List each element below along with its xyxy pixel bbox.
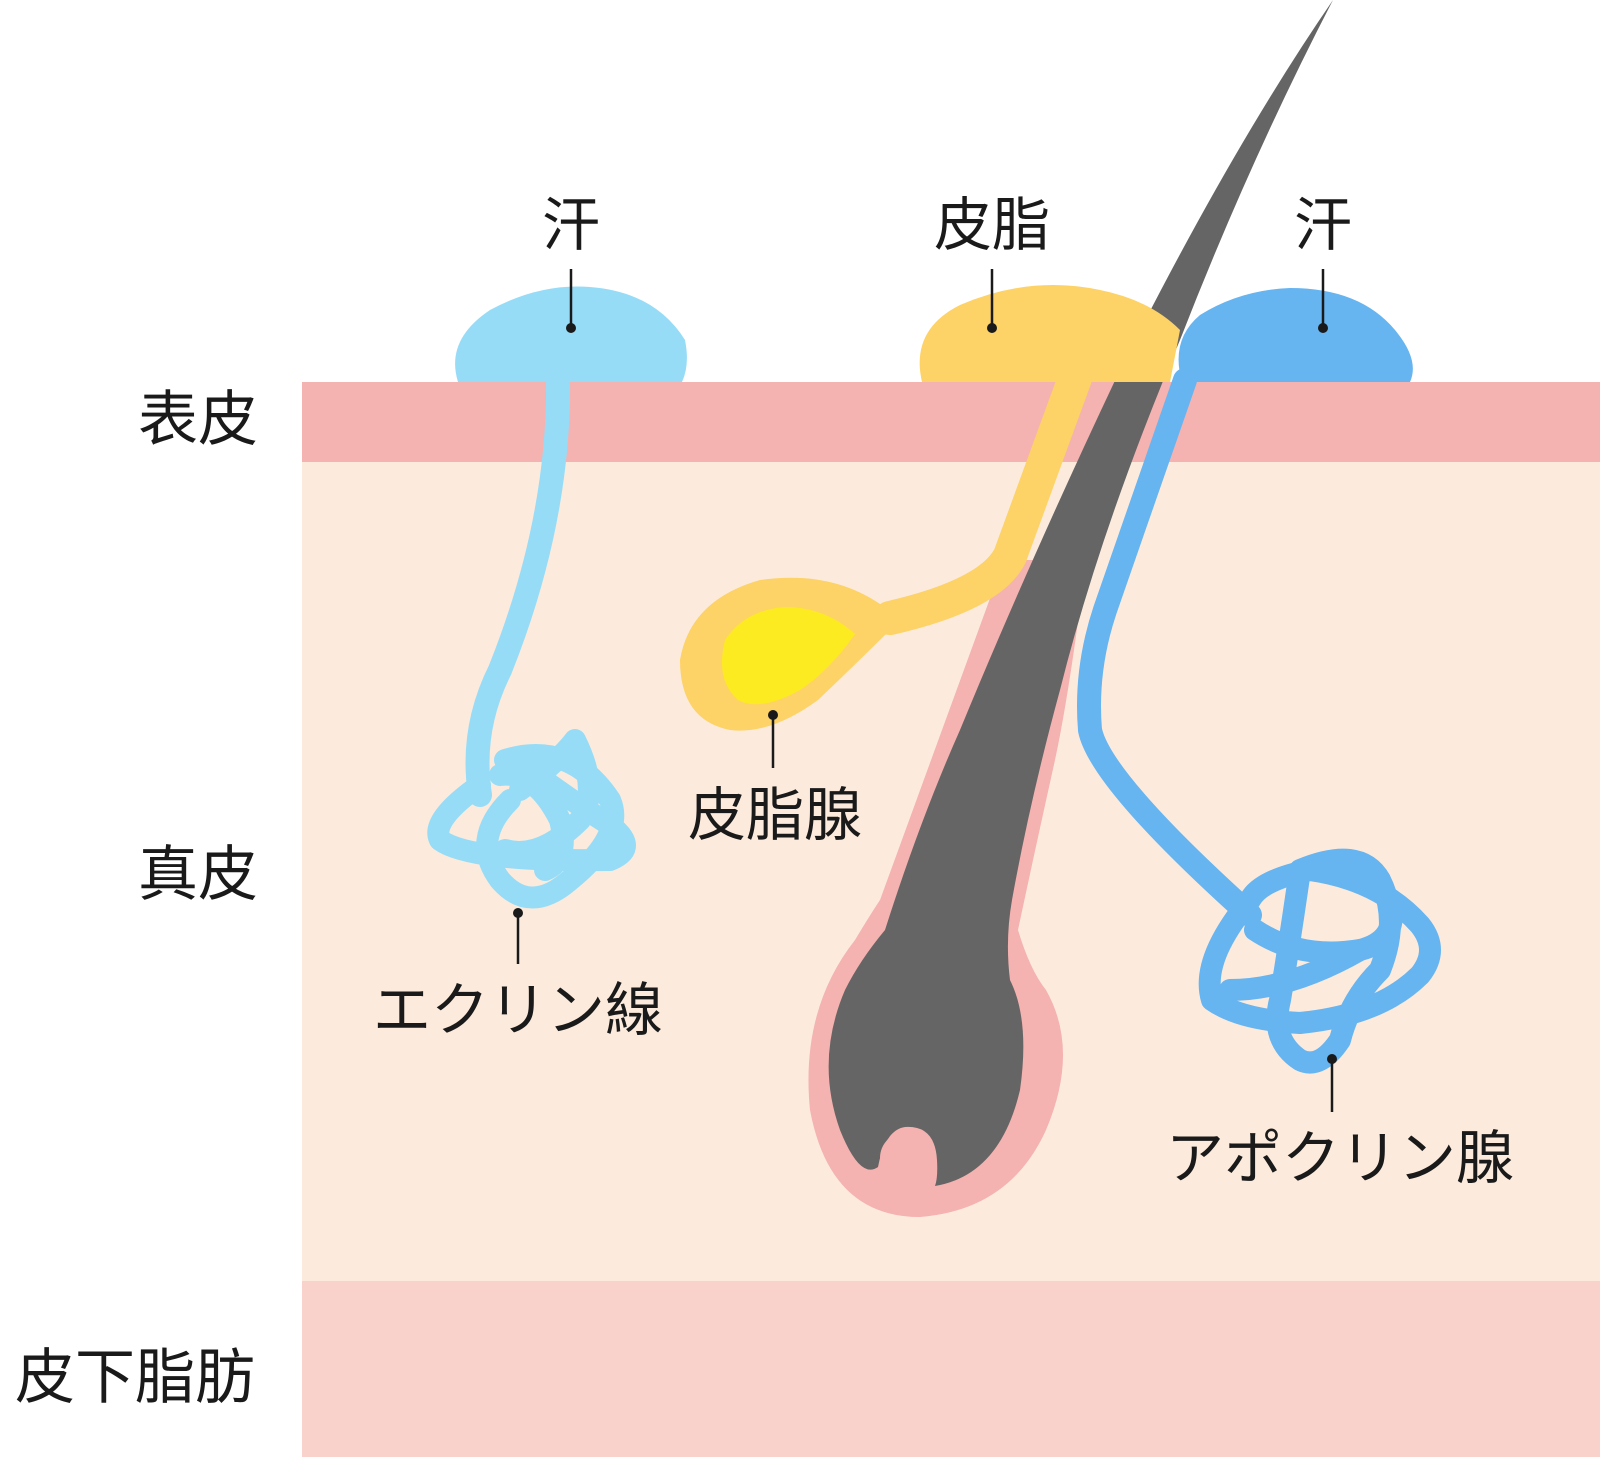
subcutaneous-layer (302, 1281, 1600, 1457)
sebum-drop (919, 285, 1180, 382)
label-eccrine-gland: エクリン線 (373, 976, 663, 1044)
dot-apocrine (1327, 1054, 1337, 1064)
apocrine-coil (1198, 848, 1441, 1074)
label-sweat-left: 汗 (542, 191, 600, 259)
label-epidermis: 表皮 (138, 385, 258, 455)
dot-sweat-left (566, 323, 576, 333)
apocrine-sweat-drop (1178, 288, 1413, 382)
sebaceous-gland-core (721, 607, 855, 705)
eccrine-coil (427, 729, 636, 909)
epidermis-layer (302, 382, 1600, 462)
label-sebum: 皮脂 (934, 191, 1050, 259)
sebaceous-duct (873, 361, 1092, 635)
dot-sweat-right (1318, 323, 1328, 333)
dermal-papilla (880, 1132, 932, 1184)
label-sweat-right: 汗 (1294, 191, 1352, 259)
apocrine-duct (1077, 368, 1262, 927)
label-dermis: 真皮 (138, 840, 258, 910)
label-sebaceous-gland: 皮脂腺 (688, 781, 862, 849)
dot-sebum (987, 323, 997, 333)
dot-eccrine (513, 908, 523, 918)
hair-shaft (828, 0, 1333, 1186)
dot-sebaceous-gland (768, 710, 778, 720)
eccrine-sweat-drop (455, 286, 687, 382)
eccrine-duct (465, 366, 571, 807)
label-subcutaneous-fat: 皮下脂肪 (15, 1343, 255, 1413)
label-apocrine-gland: アポクリン腺 (1166, 1124, 1514, 1192)
